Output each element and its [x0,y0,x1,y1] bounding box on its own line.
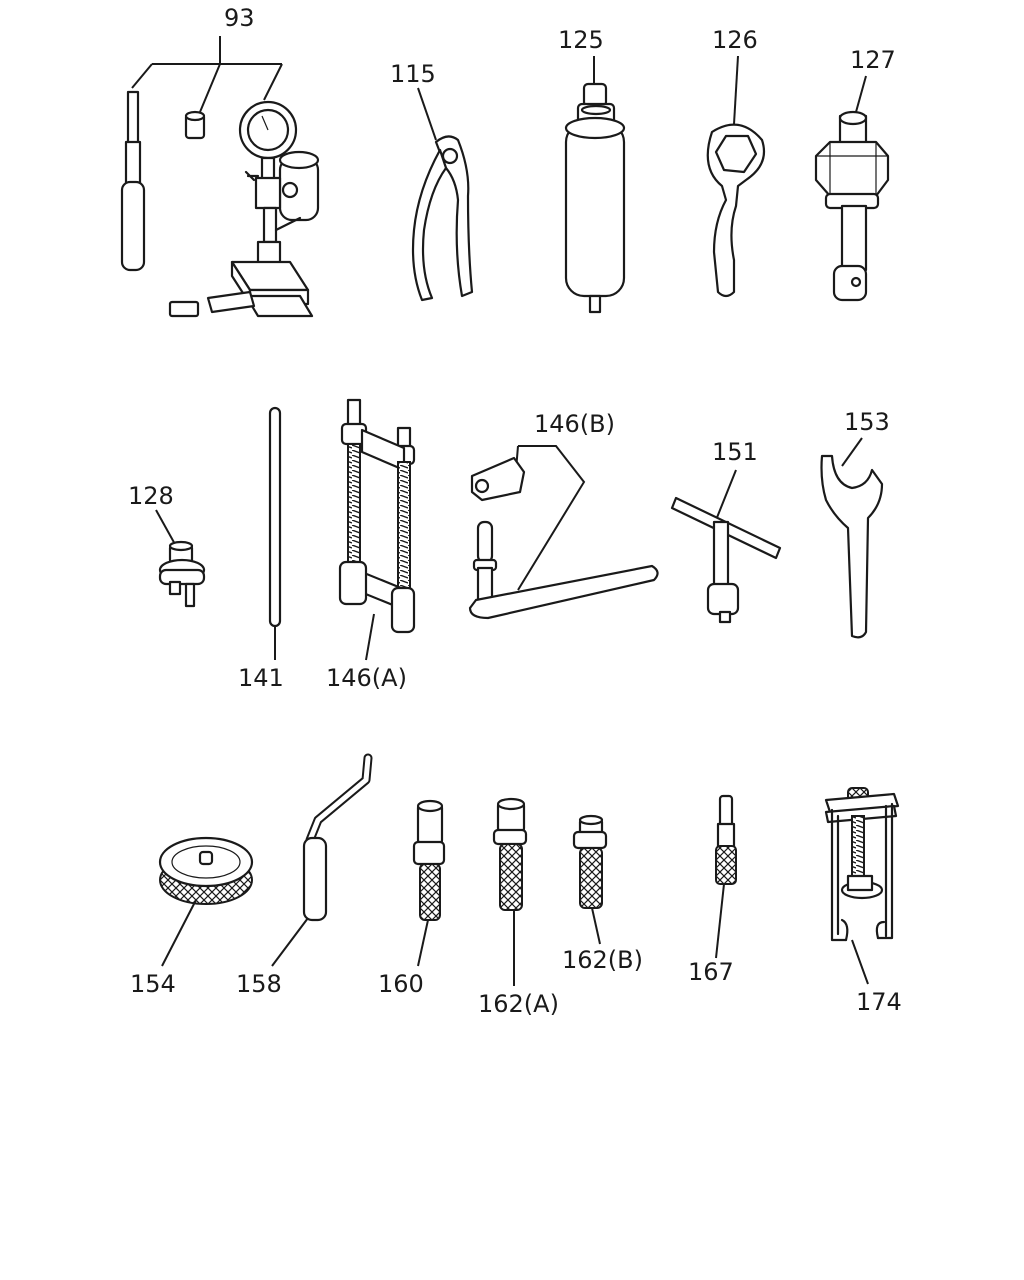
part-162a-adapter: 162(A) [478,797,559,1018]
label-146a: 146(A) [326,664,407,692]
label-126: 126 [712,26,758,54]
part-141-rod: 141 [238,406,284,692]
part-154-knurled-disc: 154 [130,836,254,998]
part-126-wrench: 126 [706,26,766,298]
part-93-nozzle-tester: 93 [120,4,320,318]
label-125: 125 [558,26,604,54]
label-160: 160 [378,970,424,998]
label-153: 153 [844,408,890,436]
label-128: 128 [128,482,174,510]
label-141: 141 [238,664,284,692]
label-167: 167 [688,958,734,986]
part-146b-clamp-bar: 146(B) [468,410,659,620]
part-151-t-handle: 151 [670,438,782,624]
part-153-spanner: 153 [820,408,890,639]
part-167-pin-adapter: 167 [688,794,737,986]
part-160-adapter: 160 [378,799,446,998]
part-162b-adapter: 162(B) [562,814,643,974]
part-146a-frame: 146(A) [326,398,416,692]
label-174: 174 [856,988,902,1016]
part-174-puller: 174 [824,787,902,1016]
label-158: 158 [236,970,282,998]
part-125-cylinder-tool: 125 [558,26,626,314]
label-151: 151 [712,438,758,466]
part-115-pliers: 115 [390,60,474,302]
label-162a: 162(A) [478,990,559,1018]
label-146b: 146(B) [534,410,615,438]
part-128-adjuster: 128 [128,482,206,608]
label-154: 154 [130,970,176,998]
part-158-crank-handle: 158 [236,753,373,998]
label-93: 93 [224,4,255,32]
label-162b: 162(B) [562,946,643,974]
label-127: 127 [850,46,896,74]
label-115: 115 [390,60,436,88]
part-127-socket-tool: 127 [814,46,896,302]
